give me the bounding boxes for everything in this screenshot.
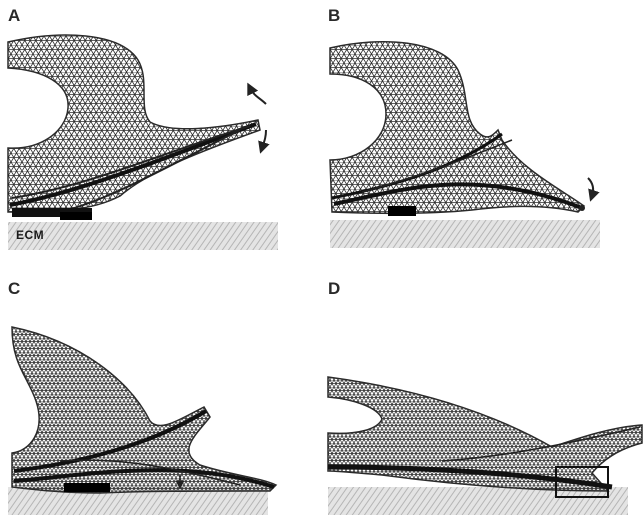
- panel-b: B: [322, 0, 644, 261]
- cell-body-mesh: [330, 42, 584, 214]
- cell-mesh-diagram-a: [0, 0, 322, 261]
- cell-mesh-diagram-d: [322, 261, 644, 522]
- rotation-arrow-up: [250, 88, 266, 104]
- cell-mesh-diagram-c: [0, 261, 322, 522]
- panel-c: C: [0, 261, 322, 522]
- rotation-arrow-down: [262, 130, 266, 148]
- focal-adhesion: [64, 483, 110, 492]
- substrate-ecm: [8, 222, 278, 250]
- panel-d: D: [322, 261, 644, 522]
- cell-mesh-diagram-b: [322, 0, 644, 261]
- focal-adhesion: [60, 212, 92, 220]
- substrate-ecm: [330, 220, 600, 248]
- cell-body-mesh: [12, 327, 276, 493]
- focal-adhesion: [388, 206, 416, 216]
- ecm-label: ECM: [16, 228, 44, 242]
- downward-arrow: [588, 178, 593, 196]
- panel-a: A ECM: [0, 0, 322, 261]
- tip-adhesion: [579, 205, 585, 211]
- cell-body-mesh: [8, 35, 260, 212]
